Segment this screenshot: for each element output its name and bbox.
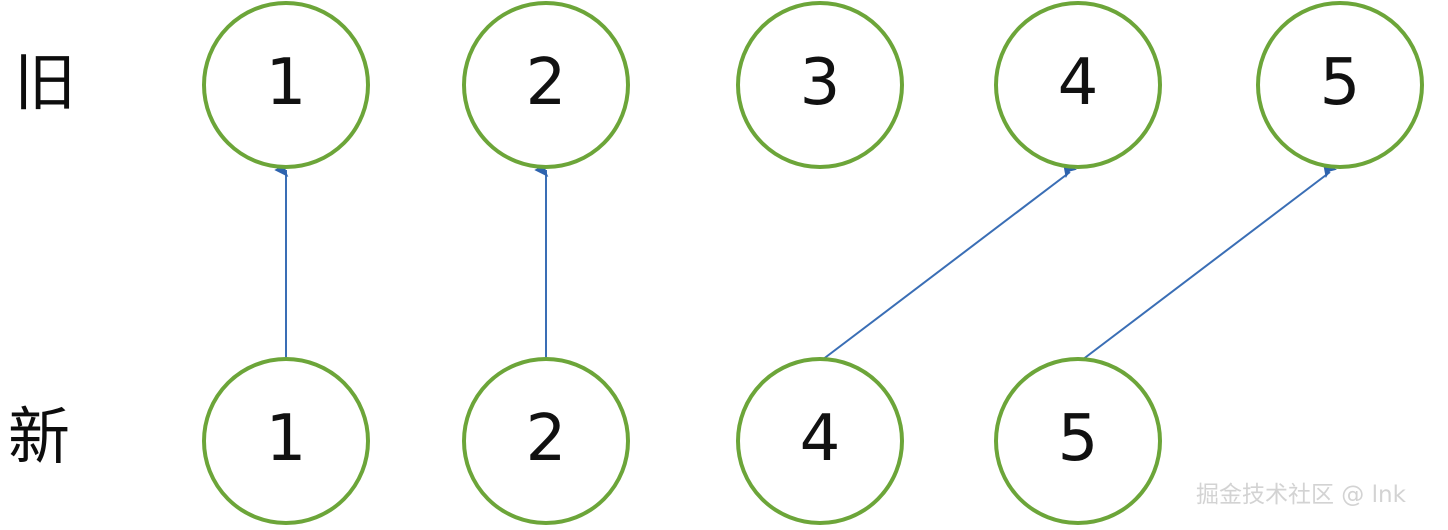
watermark: 掘金技术社区 @ lnk [1196,482,1406,508]
node-label: 1 [265,402,307,476]
node-old-4[interactable]: 4 [994,1,1162,169]
node-old-1[interactable]: 1 [202,1,370,169]
node-label: 1 [265,46,307,120]
node-label: 2 [525,402,567,476]
node-label: 5 [1057,402,1099,476]
node-label: 4 [1057,46,1099,120]
node-label: 4 [799,402,841,476]
node-label: 2 [525,46,567,120]
node-old-5[interactable]: 5 [1256,1,1424,169]
node-label: 3 [799,46,841,120]
row-label-new-row: 新 [8,400,71,473]
node-new-4[interactable]: 4 [736,357,904,525]
node-old-3[interactable]: 3 [736,1,904,169]
node-label: 5 [1319,46,1361,120]
node-new-5[interactable]: 5 [994,357,1162,525]
edge-new4-old4[interactable] [821,162,1077,361]
node-new-1[interactable]: 1 [202,357,370,525]
edges-group [274,162,1337,361]
node-new-2[interactable]: 2 [462,357,630,525]
edge-new5-old5[interactable] [1081,162,1337,361]
node-old-2[interactable]: 2 [462,1,630,169]
row-label-old-row: 旧 [14,46,77,119]
